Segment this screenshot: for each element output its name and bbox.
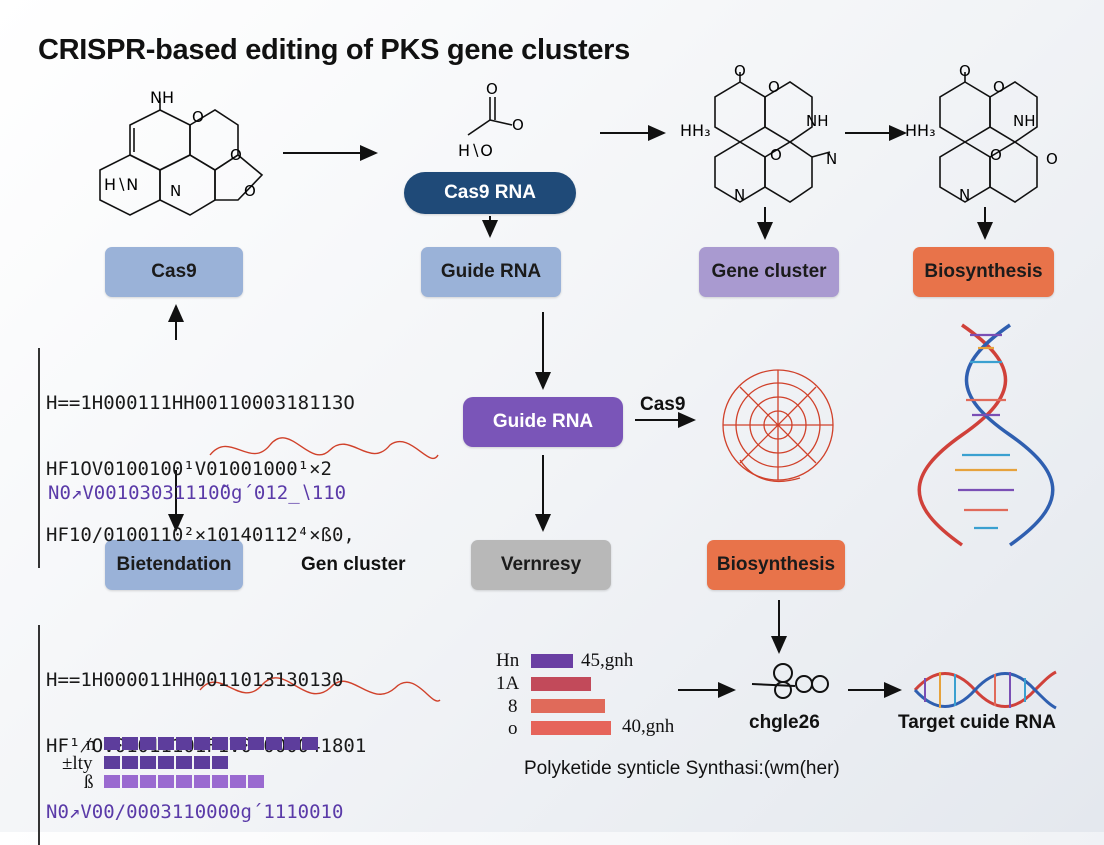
bar-row-fill [531,699,605,713]
gen-cluster-label: Gen cluster [301,554,406,575]
chgle26-label: chgle26 [749,712,820,733]
m1-n: N [170,182,181,200]
cas9-rna-box: Cas9 RNA [404,172,576,214]
m1-o2: O [244,182,256,200]
sequence-line: HF10/0100110²×10140112⁴×ß0, [46,524,355,546]
sequence-line: H==1H000111HH0011000318113O [46,392,355,414]
sequence-line: N0↗V00/0003110000g´1110010 [46,801,344,823]
molecule-3 [714,72,831,203]
segment-row-label: ß [84,772,94,793]
m2-o-right: O [512,116,524,134]
m2-hno: H∖​O [458,141,493,160]
m2-o-top: O [486,80,498,98]
m4-nh: NH [1013,112,1036,130]
segment-block [158,756,174,769]
molecule-2 [467,97,513,136]
sequence-loops [199,437,441,702]
biosynthesis-box-top: Biosynthesis [913,247,1054,297]
segment-block [302,737,318,750]
segment-block [122,756,138,769]
segment-block [212,756,228,769]
m3-nh: NH [806,112,829,130]
bar-row-value: 40,gnh [622,716,675,737]
m4-o-right: O [1046,150,1058,168]
dna-helix-icon [917,323,1055,547]
cut-site-swirl [722,369,834,482]
m4-h3: HH₃ [905,121,935,140]
m3-o-ring: O [768,78,780,96]
m4-o-top: O [959,62,971,80]
cas9-box: Cas9 [105,247,243,297]
molecule-4 [939,72,1038,203]
m1-hn-label: H∖N [104,175,138,194]
m3-n-bottom: N [734,186,745,204]
segment-block [248,775,264,788]
segment-block [122,737,138,750]
bar-row-label: 8 [508,696,518,717]
bar-row-fill [531,654,573,668]
sequence-line: HF1OV0100100¹V01001000¹×2 [46,458,332,480]
dna-horizontal-icon [913,670,1057,710]
segment-block [266,737,282,750]
segment-block [194,775,210,788]
segment-block [230,737,246,750]
guide-rna-box-top: Guide RNA [421,247,561,297]
m1-ring-o: O [192,108,204,126]
segment-block [104,737,120,750]
segment-block [212,737,228,750]
segment-block [248,737,264,750]
sequence-line: H==1H000011HH0011013130130 [46,669,344,691]
m4-n-bottom: N [959,186,970,204]
m3-n-right: N [826,150,837,168]
segment-block [194,756,210,769]
bar-row-fill [531,721,611,735]
segment-row-label: ±lty [62,753,93,774]
segment-block [212,775,228,788]
segment-row-label: n [86,734,96,755]
segment-block [158,775,174,788]
segment-block [158,737,174,750]
bar-row-label: o [508,718,518,739]
m4-o-mid: O [990,146,1002,164]
segment-block [194,737,210,750]
sequence-extra-line: N0↗V00103031110̃̃0g´012̲∖110 [48,482,347,504]
m3-h3: HH₃ [680,121,710,140]
bar-row-value: 45,gnh [581,650,634,671]
vernresy-box: Vernresy [471,540,611,590]
bar-row-label: 1A [496,673,520,694]
m3-o-top: O [734,62,746,80]
segment-block [140,775,156,788]
bietendation-box: Bietendation [105,540,243,590]
gene-cluster-box: Gene cluster [699,247,839,297]
segment-block [230,775,246,788]
sequence-block-1: H==1H000111HH0011000318113O HF1OV0100100… [38,348,355,568]
segment-block [176,737,192,750]
segment-block [122,775,138,788]
chgle-icon [751,663,829,699]
bar-row-label: Hn [496,650,520,671]
target-cuide-rna-label: Target cuide RNA [898,712,1057,733]
segment-block [104,775,120,788]
segment-block [176,756,192,769]
m1-o1: O [230,146,242,164]
m4-o-ring: O [993,78,1005,96]
segment-block [140,756,156,769]
segment-block [176,775,192,788]
segment-block [284,737,300,750]
page-title: CRISPR-based editing of PKS gene cluster… [38,34,630,66]
cas9-arrow-label: Cas9 [640,394,686,415]
segment-block [140,737,156,750]
biosynthesis-box-mid: Biosynthesis [707,540,845,590]
m1-nh-label: NH [150,88,174,107]
molecule-1 [99,98,264,216]
guide-rna-box-mid: Guide RNA [463,397,623,447]
segment-block [104,756,120,769]
bar-row-fill [531,677,591,691]
polyketide-caption: Polyketide synticle Synthasi:(wm(her) [524,758,840,779]
m3-o-mid: O [770,146,782,164]
